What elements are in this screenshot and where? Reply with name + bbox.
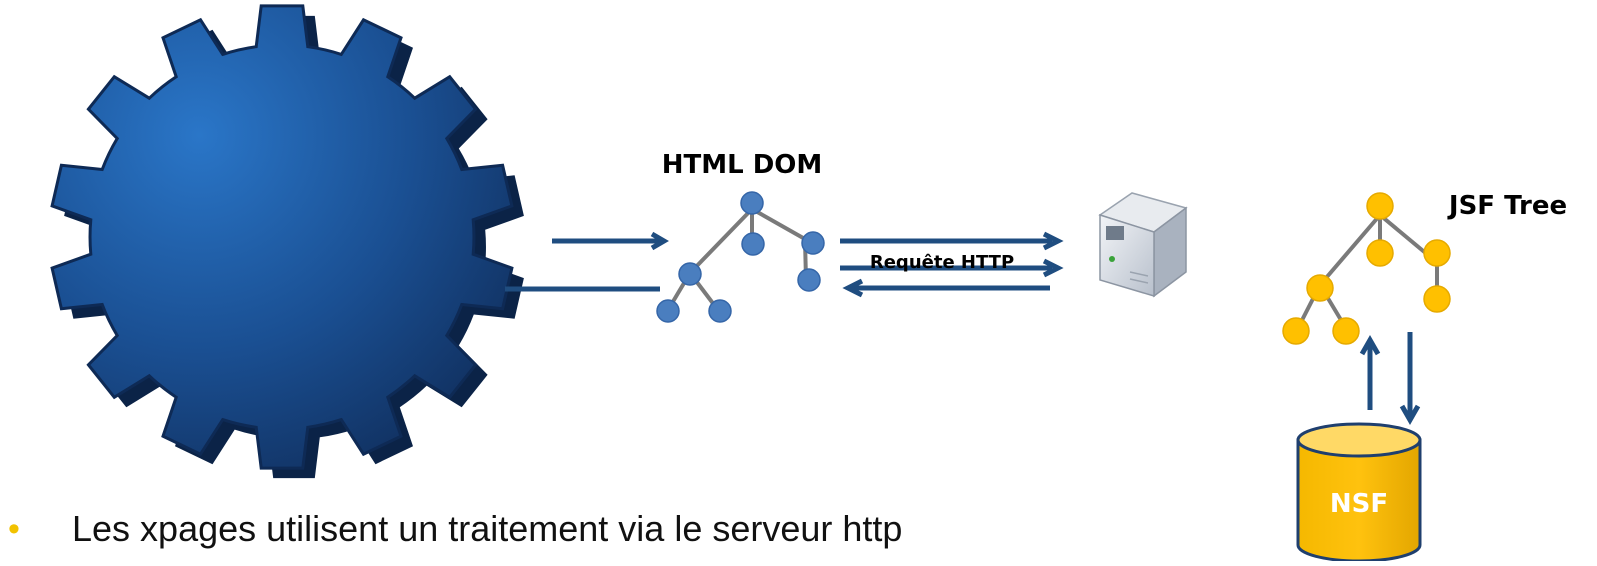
dom-node xyxy=(741,232,765,256)
html-dom-label: HTML DOM xyxy=(662,150,823,180)
gear-icon xyxy=(50,4,524,479)
dom-node xyxy=(656,299,680,323)
database-icon: NSF xyxy=(1296,422,1422,561)
http-request-label: Requête HTTP xyxy=(870,252,1014,273)
jsf-node xyxy=(1282,317,1310,345)
bullet-dot-icon: • xyxy=(8,510,20,548)
dom-node xyxy=(797,268,821,292)
jsf-node xyxy=(1306,274,1334,302)
bullet-text: Les xpages utilisent un traitement via l… xyxy=(72,508,903,549)
jsf-tree xyxy=(1282,192,1451,345)
http-arrows xyxy=(840,231,1064,298)
gear-dom-arrows xyxy=(505,231,669,292)
dom-node xyxy=(678,262,702,286)
jsf-tree-label: JSF Tree xyxy=(1447,191,1567,221)
dom-node xyxy=(801,231,825,255)
dom-node xyxy=(708,299,732,323)
jsf-node xyxy=(1366,239,1394,267)
jsf-node xyxy=(1423,285,1451,313)
jsf-node xyxy=(1423,239,1451,267)
dom-node xyxy=(740,191,764,215)
server-icon xyxy=(1098,192,1188,298)
bullet-item: • Les xpages utilisent un traitement via… xyxy=(0,506,1597,566)
jsf-node xyxy=(1366,192,1394,220)
nsf-label: NSF xyxy=(1330,489,1388,519)
jsf-nsf-arrows xyxy=(1359,332,1421,426)
html-dom-tree xyxy=(656,191,825,323)
jsf-node xyxy=(1332,317,1360,345)
